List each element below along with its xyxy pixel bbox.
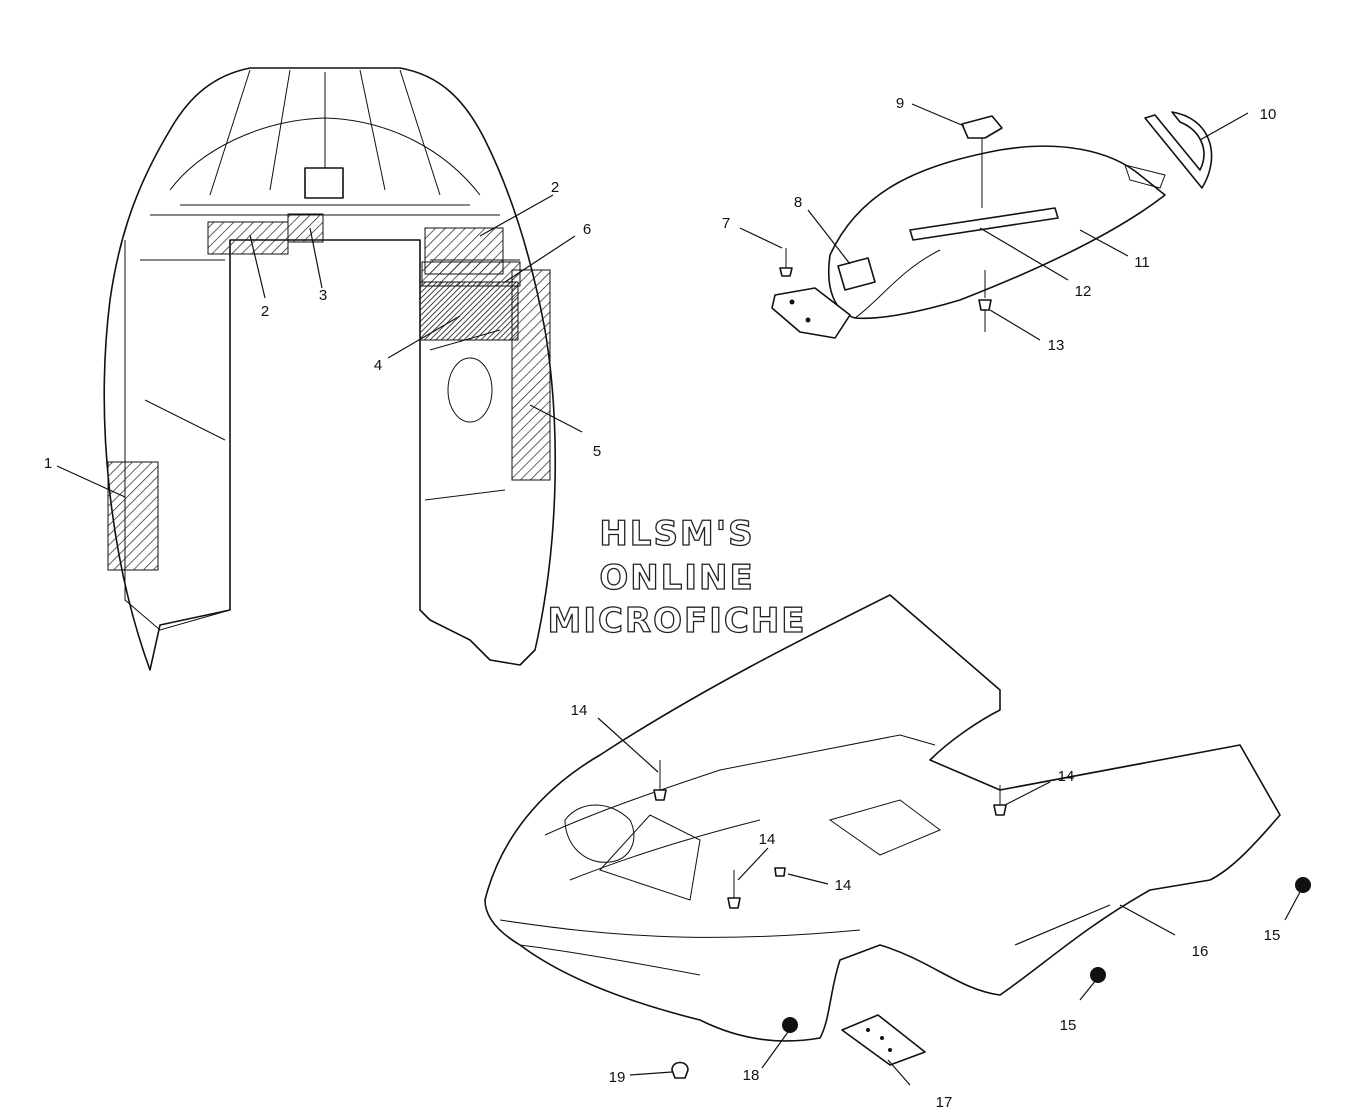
hood-assembly (103, 67, 557, 671)
grommet-15b (1090, 967, 1106, 983)
callout-10: 10 (1260, 106, 1277, 123)
callout-13: 13 (1048, 337, 1065, 354)
watermark: HLSM'S ONLINE MICROFICHE (547, 513, 806, 641)
insulation-pad-3 (287, 213, 324, 243)
callout-17: 17 (936, 1094, 953, 1111)
insulation-pad-1 (107, 461, 159, 571)
decal-12 (909, 207, 1059, 241)
callout-2a: 2 (551, 179, 559, 196)
watermark-line-3: MICROFICHE (547, 601, 806, 641)
callout-8: 8 (794, 194, 802, 211)
callout-18: 18 (743, 1067, 760, 1084)
callout-labels: 1 2 2 3 4 5 6 7 8 9 10 11 12 13 14 14 14… (44, 95, 1281, 1111)
push-rivet-14a (653, 789, 667, 801)
callout-15a: 15 (1264, 927, 1281, 944)
push-rivet-14d (774, 867, 786, 877)
decal-8 (837, 257, 876, 291)
callout-14a: 14 (571, 702, 588, 719)
clip-9 (961, 115, 1003, 139)
callout-16: 16 (1192, 943, 1209, 960)
callout-12: 12 (1075, 283, 1092, 300)
push-rivet-14b (993, 804, 1007, 816)
grommet-15a (1295, 877, 1311, 893)
callout-7: 7 (722, 215, 730, 232)
plate-17 (841, 1014, 926, 1066)
dash-leader-lines (739, 103, 1249, 341)
dash-assembly (771, 111, 1213, 339)
insulation-pad-5 (511, 269, 551, 481)
hood-outer-shell (103, 67, 557, 671)
push-pin-19 (671, 1061, 689, 1079)
callout-14b: 14 (1058, 768, 1075, 785)
dash-panel-11 (828, 145, 1166, 320)
bellypan-assembly (484, 594, 1311, 1079)
rivet-13 (978, 299, 992, 311)
callout-14c: 14 (759, 831, 776, 848)
callout-5: 5 (593, 443, 601, 460)
watermark-line-1: HLSM'S (599, 514, 754, 554)
hood-latch (304, 167, 344, 199)
rod-10 (1144, 111, 1213, 189)
callout-19: 19 (609, 1069, 626, 1086)
callout-14d: 14 (835, 877, 852, 894)
callout-6: 6 (583, 221, 591, 238)
bellypan-shell (484, 594, 1281, 1042)
callout-9: 9 (896, 95, 904, 112)
callout-1: 1 (44, 455, 52, 472)
bellypan-leader-lines (597, 717, 1301, 1086)
callout-11: 11 (1134, 254, 1150, 271)
insulation-pad-2-left (207, 221, 289, 255)
callout-2b: 2 (261, 303, 269, 320)
hood-leader-lines (56, 194, 583, 498)
rivet-7 (779, 267, 793, 277)
grommet-18 (782, 1017, 798, 1033)
push-rivet-14c (727, 897, 741, 909)
callout-3: 3 (319, 287, 327, 304)
callout-4: 4 (374, 357, 382, 374)
watermark-line-2: ONLINE (599, 558, 754, 598)
callout-15b: 15 (1060, 1017, 1077, 1034)
